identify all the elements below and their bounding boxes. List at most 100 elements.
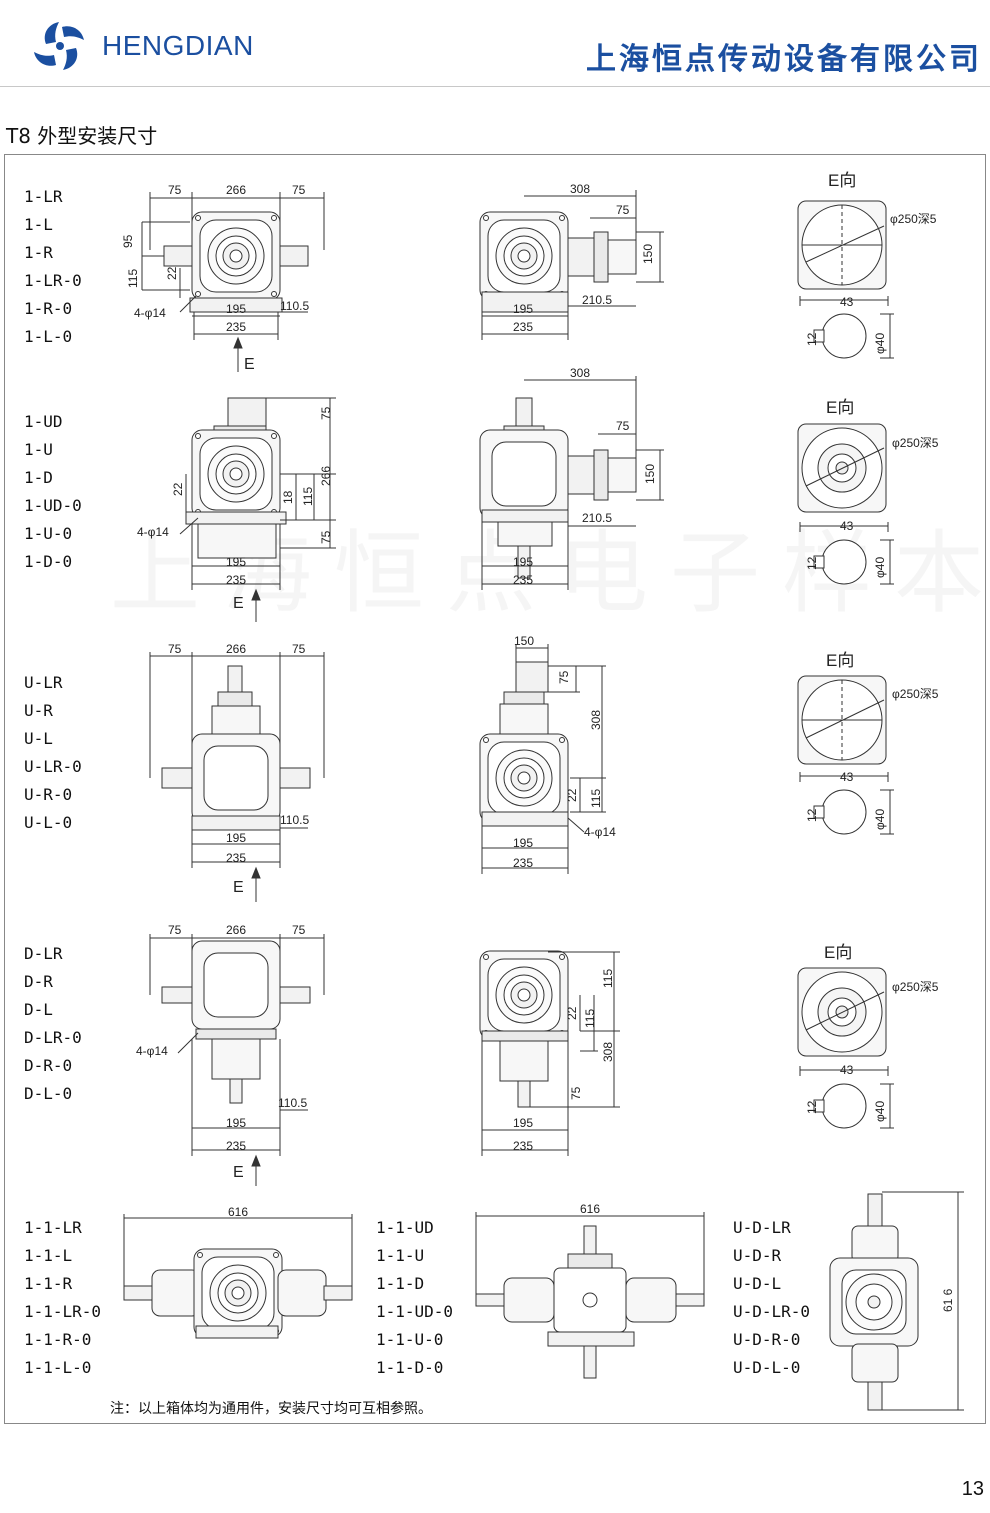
model-label: 1-1-L-0 xyxy=(24,1358,92,1377)
drawing-frame xyxy=(4,154,986,1424)
section-title: T8 外型安装尺寸 xyxy=(6,124,158,148)
model-label: 1-1-R-0 xyxy=(24,1330,92,1349)
model-label: 1-1-UD-0 xyxy=(376,1302,454,1321)
model-label: 1-1-R xyxy=(24,1274,73,1293)
dim-22: 22 xyxy=(171,482,185,496)
model-label: 1-1-UD xyxy=(376,1218,434,1237)
dim-195: 195 xyxy=(226,1116,246,1130)
dim-43: 43 xyxy=(840,1063,854,1077)
dim-115: 115 xyxy=(301,487,315,506)
dim-195: 195 xyxy=(226,302,246,316)
model-label: U-D-R xyxy=(733,1246,782,1265)
model-list-4: D-LR D-R D-L D-LR-0 D-R-0 D-L-0 xyxy=(24,940,82,1108)
dim-308: 308 xyxy=(570,182,590,196)
dim-75: 75 xyxy=(319,406,333,420)
dim-phi40: φ40 xyxy=(873,557,887,578)
dim-210-5: 210.5 xyxy=(582,293,612,307)
model-label: 1-1-D xyxy=(376,1274,425,1293)
dim-flange: φ250深5 xyxy=(892,980,939,994)
dim-75: 75 xyxy=(319,530,333,544)
dim-150: 150 xyxy=(643,464,657,484)
dim-266: 266 xyxy=(226,923,246,937)
dim-75: 75 xyxy=(292,923,306,937)
dim-12: 12 xyxy=(805,1100,819,1114)
dim-150: 150 xyxy=(641,244,655,264)
dim-195: 195 xyxy=(513,836,533,850)
dim-115: 115 xyxy=(583,1009,597,1028)
model-label: 1-R xyxy=(24,243,53,262)
model-label: 1-L xyxy=(24,215,53,234)
dim-75: 75 xyxy=(168,642,182,656)
dim-phi40: φ40 xyxy=(873,1101,887,1122)
company-name: 上海恒点传动设备有限公司 xyxy=(586,42,982,77)
dim-flange: φ250深5 xyxy=(892,687,939,701)
dim-flange: φ250深5 xyxy=(890,212,937,226)
model-label: 1-R-0 xyxy=(24,299,73,318)
dim-195: 195 xyxy=(513,302,533,316)
e-arrow-label: E xyxy=(233,595,244,612)
dim-43: 43 xyxy=(840,295,854,309)
dim-22: 22 xyxy=(565,1006,579,1020)
dim-12: 12 xyxy=(805,556,819,570)
model-label: U-R-0 xyxy=(24,785,73,804)
model-label: 1-UD-0 xyxy=(24,496,82,515)
dim-43: 43 xyxy=(840,770,854,784)
dim-hole: 4-φ14 xyxy=(137,525,169,539)
model-label: U-L-0 xyxy=(24,813,73,832)
dim-616: 616 xyxy=(228,1205,248,1219)
model-label: U-LR xyxy=(24,673,63,692)
model-label: 1-U-0 xyxy=(24,524,73,543)
dim-43: 43 xyxy=(840,519,854,533)
dim-308: 308 xyxy=(601,1042,615,1062)
dim-266: 266 xyxy=(319,466,333,486)
dim-75: 75 xyxy=(292,183,306,197)
model-label: 1-1-L xyxy=(24,1246,73,1265)
dim-110-5: 110.5 xyxy=(280,813,309,827)
dim-18: 18 xyxy=(281,490,295,504)
dim-75: 75 xyxy=(168,183,182,197)
e-arrow-label: E xyxy=(244,356,255,373)
dim-266: 266 xyxy=(226,642,246,656)
dim-616-vertical: 61 6 xyxy=(941,1288,955,1312)
dim-flange: φ250深5 xyxy=(892,436,939,450)
dim-195: 195 xyxy=(226,831,246,845)
dim-235: 235 xyxy=(513,856,533,870)
dim-210-5: 210.5 xyxy=(582,511,612,525)
dim-75: 75 xyxy=(292,642,306,656)
model-label: 1-1-LR xyxy=(24,1218,82,1237)
dim-266: 266 xyxy=(226,183,246,197)
dim-115: 115 xyxy=(601,969,615,988)
page-header: HENGDIAN 上海恒点传动设备有限公司 xyxy=(0,0,990,87)
dim-12: 12 xyxy=(805,332,819,346)
model-label: 1-U xyxy=(24,440,53,459)
dim-235: 235 xyxy=(226,1139,246,1153)
model-label: D-L xyxy=(24,1000,53,1019)
dim-12: 12 xyxy=(805,808,819,822)
model-label: U-D-LR xyxy=(733,1218,791,1237)
hengdian-logo-icon xyxy=(34,22,84,70)
dim-150: 150 xyxy=(514,634,534,648)
dim-hole: 4-φ14 xyxy=(134,306,166,320)
dim-hole: 4-φ14 xyxy=(584,825,616,839)
model-label: 1-LR-0 xyxy=(24,271,82,290)
model-list-7: U-D-LR U-D-R U-D-L U-D-LR-0 U-D-R-0 U-D-… xyxy=(733,1214,810,1382)
dim-308: 308 xyxy=(570,366,590,380)
model-label: U-D-L xyxy=(733,1274,782,1293)
e-arrow-label: E xyxy=(233,1164,244,1181)
dim-235: 235 xyxy=(226,573,246,587)
model-label: 1-LR xyxy=(24,187,63,206)
model-label: D-R xyxy=(24,972,53,991)
dim-110-5: 110.5 xyxy=(278,1096,307,1110)
model-list-2: 1-UD 1-U 1-D 1-UD-0 1-U-0 1-D-0 xyxy=(24,408,82,576)
model-label: U-R xyxy=(24,701,53,720)
dim-115: 115 xyxy=(589,789,603,808)
model-label: U-D-L-0 xyxy=(733,1358,801,1377)
dim-75: 75 xyxy=(616,419,630,433)
page-number: 13 xyxy=(961,1478,984,1500)
dim-22: 22 xyxy=(565,788,579,802)
dim-195: 195 xyxy=(513,555,533,569)
dim-95: 95 xyxy=(121,234,135,248)
e-arrow-label: E xyxy=(233,879,244,896)
dim-195: 195 xyxy=(226,555,246,569)
